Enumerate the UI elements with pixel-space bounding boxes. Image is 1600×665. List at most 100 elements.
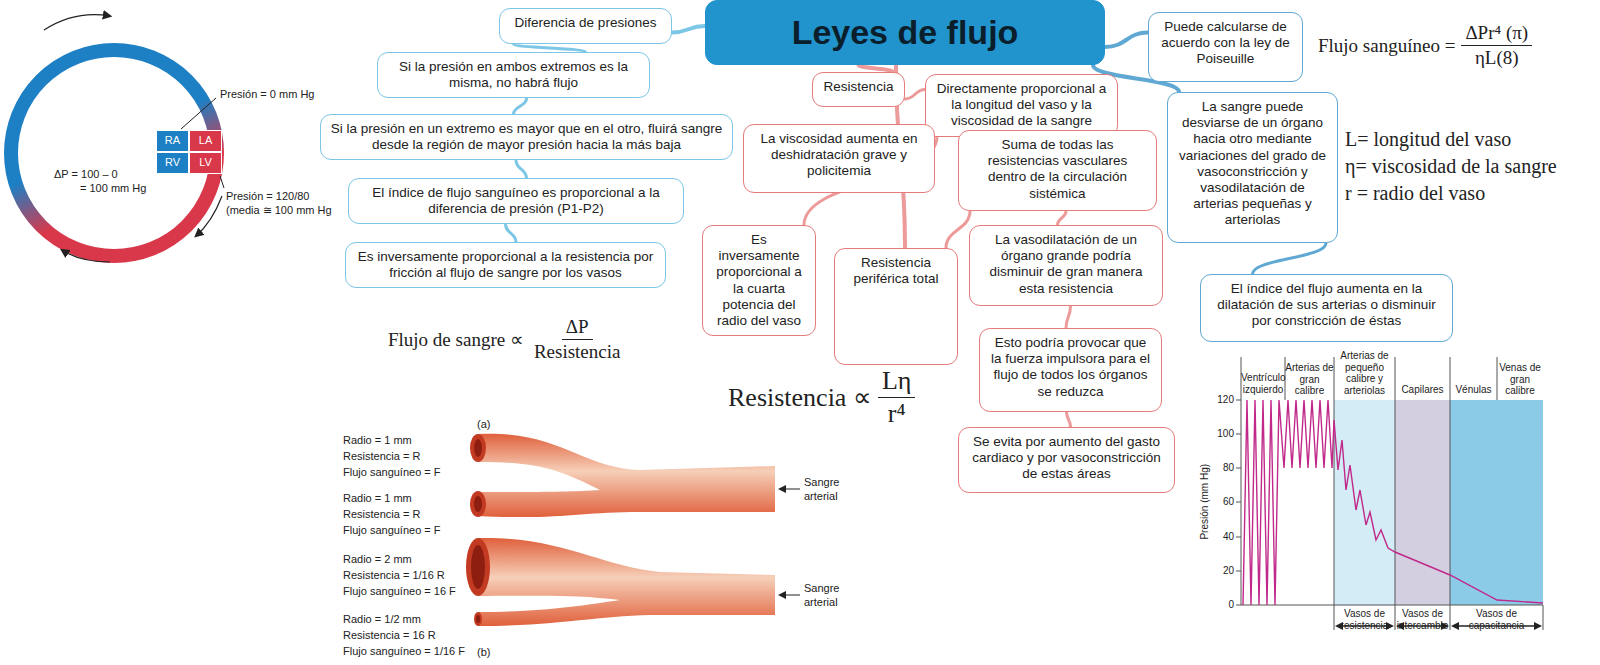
node-text: Es inversamente proporcional a la resist… [358,249,654,280]
vessel-label: Radio = 1 mm [343,434,412,448]
vessel-label: Resistencia = 16 R [343,629,436,643]
topic-box: Resistencia [812,72,905,107]
node-text: La sangre puede desviarse de un órgano h… [1179,99,1326,227]
branch-connector [672,26,705,33]
axis-title: Presión (mm Hg) [1199,457,1211,547]
denominator: r⁴ [884,398,910,429]
denominator: ηL(8) [1471,46,1523,69]
topic-box: El índice del flujo aumenta en la dilata… [1200,274,1453,342]
axis-tick: 40 [1208,531,1234,543]
range-label: Vasos de intercambio [1395,608,1450,631]
denominator: Resistencia [530,340,625,363]
legend-definition: r = radio del vaso [1345,182,1485,205]
node-text: RV [165,156,180,169]
branch-connector [1067,412,1071,427]
numerator: Lη [878,366,915,398]
pressure-chart [1236,357,1543,630]
node-text: La viscosidad aumenta en deshidratación … [761,131,918,178]
pressure-label: = 100 mm Hg [80,182,146,196]
formula: Flujo de sangre ∝ ΔPResistencia [388,316,624,363]
pressure-label: Presión = 120/80 [226,190,309,204]
node-text: Es inversamente proporcional a la cuarta… [716,232,802,328]
numerator: ΔPr⁴ (π) [1461,22,1532,46]
column-header: Vénulas [1450,384,1497,396]
central-topic: Leyes de flujo [705,0,1105,65]
formula: Flujo sanguíneo = ΔPr⁴ (π)ηL(8) [1318,22,1532,69]
branch-connector [516,160,527,178]
vessel-figure [466,434,800,626]
heart-chamber: RV [156,152,189,174]
branch-connector [514,98,527,114]
node-text: RA [165,134,180,147]
node-text: Si la presión en ambos extremos es la mi… [399,59,628,90]
vessel-label: Resistencia = 1/16 R [343,569,445,583]
topic-box: Si la presión en un extremo es mayor que… [320,114,733,160]
axis-tick: 80 [1208,462,1234,474]
axis-tick: 60 [1208,496,1234,508]
topic-box: Directamente proporcional a la longitud … [925,74,1118,137]
node-text: Directamente proporcional a la longitud … [937,81,1107,128]
topic-box: Es inversamente proporcional a la cuarta… [702,225,816,336]
vessel-label: Flujo sanguíneo = F [343,466,441,480]
vessel-label: Flujo sanguíneo = 16 F [343,585,456,599]
node-text: Se evita por aumento del gasto cardiaco … [972,434,1160,481]
topic-box: Puede calcularse de acuerdo con la ley d… [1148,12,1303,82]
legend-definition: η= viscosidad de la sangre [1345,155,1557,178]
node-text: La vasodilatación de un órgano grande po… [989,232,1142,296]
formula-text: Flujo de sangre ∝ [388,328,524,351]
axis-tick: 0 [1208,599,1234,611]
pressure-label: ΔP = 100 – 0 [54,168,118,182]
formula: Resistencia ∝ Lηr⁴ [728,366,915,429]
node-text: Resistencia [824,79,894,94]
flow-label: Sangre arterial [804,582,859,610]
node-text: Diferencia de presiones [515,15,657,30]
formula-text: Resistencia ∝ [728,382,872,413]
axis-tick: 120 [1208,394,1234,406]
heart-chamber: RA [156,130,189,152]
vessel-label: Flujo sanguíneo = F [343,524,441,538]
node-text: Si la presión en un extremo es mayor que… [331,121,723,152]
topic-box: Es inversamente proporcional a la resist… [345,242,666,288]
topic-box: Suma de todas las resistencias vasculare… [958,130,1157,211]
range-label: Vasos de resistencia [1334,608,1395,631]
branch-connector [1105,33,1148,48]
figure-tag: (a) [477,418,490,432]
vessel-label: Radio = 1 mm [343,492,412,506]
topic-box: El índice de flujo sanguíneo es proporci… [348,178,684,224]
branch-connector [1066,306,1071,328]
branch-connector [506,224,517,242]
range-label: Vasos de capacitancia [1450,608,1543,631]
node-text: El índice de flujo sanguíneo es proporci… [372,185,659,216]
vessel-label: Resistencia = R [343,508,420,522]
node-text: Resistencia periférica total [854,255,939,286]
branch-connector [905,90,925,100]
flow-label: Sangre arterial [804,476,859,504]
topic-box: Diferencia de presiones [499,8,672,44]
branch-connector [514,44,586,52]
figure-tag: (b) [477,646,490,660]
pressure-label: Presión = 0 mm Hg [220,88,314,102]
branch-connector [946,211,970,248]
node-text: El índice del flujo aumenta en la dilata… [1217,281,1435,328]
topic-box: Resistencia periférica total [834,248,958,365]
axis-tick: 100 [1208,428,1234,440]
axis-tick: 20 [1208,565,1234,577]
legend-definition: L= longitud del vaso [1345,128,1511,151]
topic-box: Esto podría provocar que la fuerza impul… [979,328,1162,412]
column-header: Arterias de gran calibre [1285,362,1334,397]
node-text: Esto podría provocar que la fuerza impul… [991,335,1150,399]
column-header: Arterias de pequeño calibre y arteriolas [1334,350,1395,396]
vessel-label: Radio = 2 mm [343,553,412,567]
node-text: LV [199,156,212,169]
heart-chamber: LV [189,152,222,174]
topic-box: La sangre puede desviarse de un órgano h… [1167,92,1338,243]
column-header: Ventrículo izquierdo [1241,372,1285,395]
numerator: ΔP [562,316,593,340]
formula-text: Flujo sanguíneo = [1318,35,1455,57]
branch-connector [1058,211,1067,225]
pressure-label: (media ≅ 100 mm Hg [226,204,332,218]
vessel-label: Flujo sanguíneo = 1/16 F [343,645,465,659]
topic-box: La vasodilatación de un órgano grande po… [969,225,1163,306]
heart-chamber: LA [189,130,222,152]
topic-box: Si la presión en ambos extremos es la mi… [377,52,650,98]
